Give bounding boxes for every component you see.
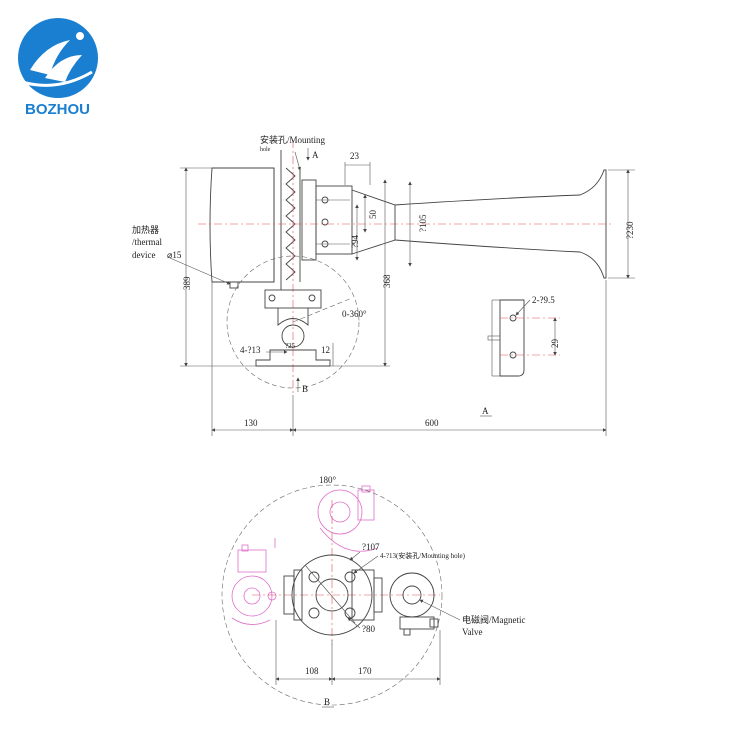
dim-29: 29 bbox=[550, 339, 560, 349]
bracket-bolt bbox=[487, 335, 501, 341]
base-flange bbox=[264, 289, 322, 309]
dim-105: ?105 bbox=[418, 214, 428, 232]
logo-sail-icon bbox=[30, 40, 70, 75]
dim-389: 389 bbox=[182, 276, 192, 290]
motor-housing bbox=[209, 167, 275, 283]
mount-neck bbox=[277, 308, 309, 326]
view-b-label: B bbox=[324, 697, 330, 707]
section-a-mark: A bbox=[312, 150, 319, 160]
flange-plate bbox=[301, 179, 317, 261]
mounting-holes-label: 4-?13(安装孔/Mounting hole) bbox=[380, 551, 466, 560]
logo-brand-text: BOZHOU bbox=[25, 101, 90, 118]
dim-94: ?94 bbox=[350, 235, 360, 248]
dim-170: 170 bbox=[358, 666, 372, 676]
mounting-hole bbox=[308, 607, 320, 619]
holes-4-13: 4-?13 bbox=[240, 345, 261, 355]
logo-sail-icon bbox=[45, 55, 82, 82]
rotation-label: 0-360° bbox=[342, 309, 367, 319]
dim-25: ?25 bbox=[285, 342, 296, 350]
mounting-hole bbox=[308, 571, 320, 583]
bozhou-logo: BOZHOU bbox=[18, 18, 98, 118]
horn-throat bbox=[351, 189, 396, 255]
section-b-mark: B bbox=[302, 384, 308, 394]
dim-50: 50 bbox=[368, 210, 378, 220]
horn-side-view: 安装孔/Mounting hole A 23 50 ?105 ?94 ?230 … bbox=[132, 134, 635, 436]
dim-368: 368 bbox=[382, 274, 392, 288]
bracket-detail-view: 29 2-?9.5 bbox=[487, 295, 560, 377]
alternate-positions bbox=[231, 485, 379, 625]
bracket-plate bbox=[499, 299, 525, 377]
holes-2-9-5: 2-?9.5 bbox=[532, 295, 555, 305]
dim-130: 130 bbox=[244, 418, 258, 428]
dim-23: 23 bbox=[350, 151, 360, 161]
heater-label-device: device bbox=[132, 250, 155, 260]
logo-circle bbox=[18, 18, 98, 98]
dim-80: ?80 bbox=[362, 624, 375, 634]
horn-top-view: 180° ?107 4-?13(安装孔/Mounting hole) ?80 电… bbox=[221, 475, 526, 708]
magnetic-valve bbox=[389, 572, 439, 636]
logo-sun-icon bbox=[76, 32, 84, 40]
dim-107: ?107 bbox=[362, 542, 380, 552]
dim-12: 12 bbox=[321, 345, 330, 355]
view-a-label: A bbox=[482, 406, 489, 416]
logo-wave-icon bbox=[21, 70, 93, 87]
valve-label-en: Valve bbox=[462, 627, 483, 637]
dim-600: 600 bbox=[425, 418, 439, 428]
angle-180-label: 180° bbox=[319, 475, 337, 485]
mounting-hole bbox=[344, 571, 356, 583]
valve-label-cn: 电磁阀/Magnetic bbox=[462, 614, 526, 625]
rotation-arc bbox=[221, 484, 443, 706]
rotation-circle bbox=[226, 255, 360, 389]
center-bore bbox=[315, 578, 349, 612]
swivel-joint bbox=[281, 324, 305, 348]
heater-label-en: /thermal bbox=[132, 237, 162, 247]
mounting-hole-label-2: hole bbox=[260, 147, 271, 153]
base-disk bbox=[291, 554, 373, 636]
dim-230: ?230 bbox=[625, 221, 635, 239]
mounting-hole-label: 安装孔/Mounting bbox=[260, 134, 326, 145]
heater-device bbox=[229, 281, 239, 289]
dim-108: 108 bbox=[305, 666, 319, 676]
heater-label-dia: ⌀15 bbox=[167, 250, 182, 260]
heater-label-cn: 加热器 bbox=[132, 224, 159, 235]
